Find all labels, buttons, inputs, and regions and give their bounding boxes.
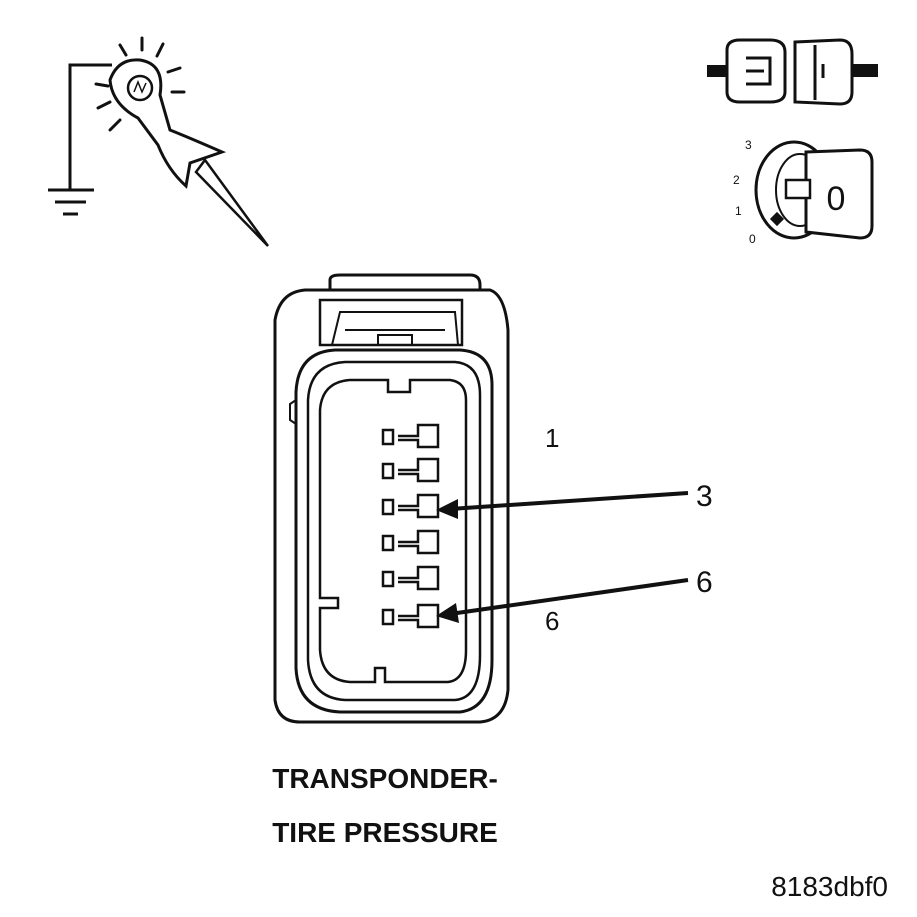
callout-label-6: 6 — [696, 566, 713, 599]
pin-cavity-1 — [381, 423, 440, 449]
connector-pin-cavities — [381, 423, 440, 629]
caption-line-1: TRANSPONDER- — [272, 763, 498, 794]
ignition-scale-3: 3 — [745, 138, 752, 152]
ground-symbol-icon — [48, 188, 94, 216]
pin-6-label: 6 — [545, 606, 559, 636]
pin-cavity-3 — [381, 493, 440, 519]
pin-cavity-5 — [381, 565, 440, 591]
ignition-scale-1: 1 — [735, 204, 742, 218]
caption-line-2: TIRE PRESSURE — [272, 817, 498, 848]
ignition-scale-0: 0 — [749, 232, 756, 246]
pin-cavity-2 — [381, 457, 440, 483]
pin-1-label: 1 — [545, 423, 559, 453]
callout-arrow-pin-6 — [436, 578, 689, 623]
pin-cavity-4 — [381, 529, 440, 555]
figure-id: 8183dbf0 — [771, 871, 888, 902]
callout-label-3: 3 — [696, 480, 713, 513]
ignition-scale-2: 2 — [733, 173, 740, 187]
ignition-switch-off-icon: 3 2 1 0 0 — [733, 138, 874, 246]
ignition-key-label: 0 — [827, 180, 846, 218]
test-light-probe-icon — [48, 36, 270, 247]
disconnected-connector-icon — [707, 38, 878, 106]
connector-housing — [273, 273, 510, 724]
callout-arrow-pin-3 — [436, 491, 689, 519]
